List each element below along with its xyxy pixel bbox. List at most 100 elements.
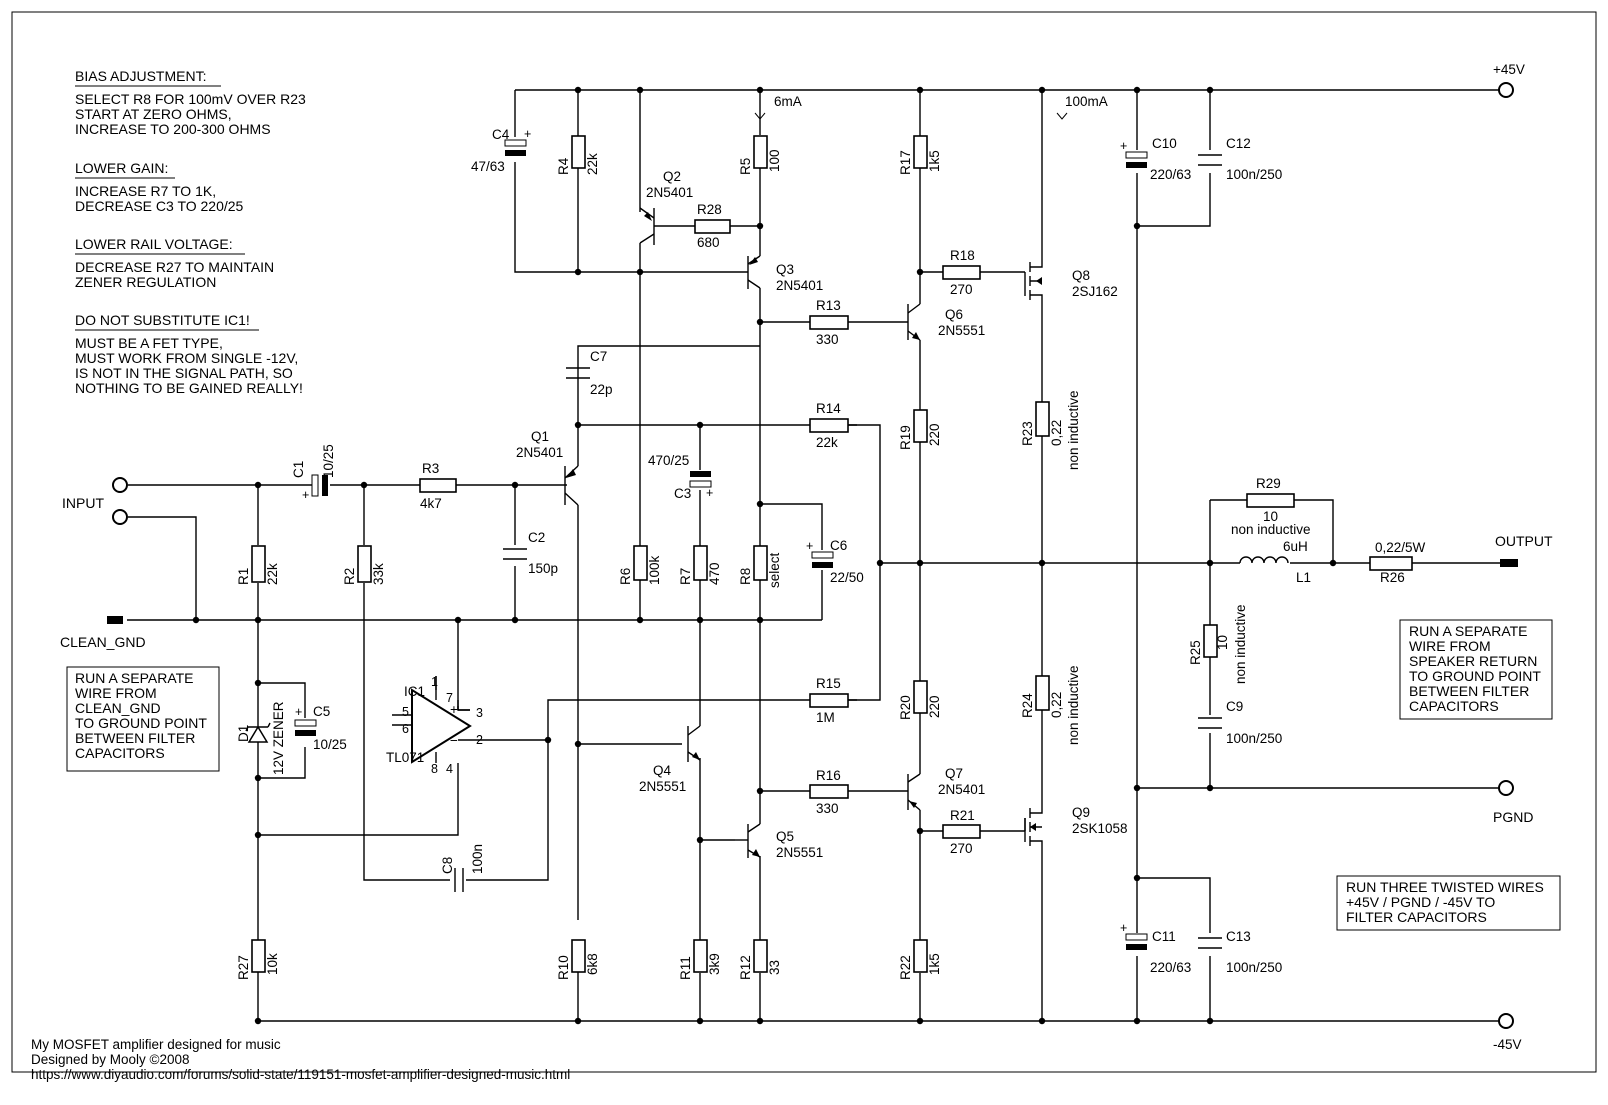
junction-dot [1206,1017,1214,1025]
R12-body [753,939,768,973]
C5-body: + [294,705,317,736]
Q1-body [564,465,579,506]
D1-value: 12V ZENER [271,701,286,775]
box-line: BETWEEN FILTER [75,730,195,746]
R8-ref: R8 [738,568,753,585]
R17-ref: R17 [898,150,913,175]
pgnd-label: PGND [1493,809,1533,825]
IC1-ref: IC1 [404,684,425,699]
R13-body [809,315,849,330]
C7-ref: C7 [590,349,607,364]
C11-body: + [1120,921,1148,950]
C12-value: 100n/250 [1226,167,1282,182]
junction-dot [916,1017,924,1025]
R7-ref: R7 [678,568,693,585]
R7-value: 470 [707,562,722,585]
R6-body [633,545,648,581]
vpos-terminal [1498,82,1514,98]
ic-pin: 8 [431,762,438,776]
ic-pin: 2 [476,733,483,747]
C1-value: 10/25 [321,444,336,478]
R24-body [1035,675,1050,711]
C13-value: 100n/250 [1226,960,1282,975]
junction-dot [916,268,924,276]
C2-ref: C2 [528,530,545,545]
R13-value: 330 [816,332,839,347]
box-line: BETWEEN FILTER [1409,683,1529,699]
C6-ref: C6 [830,538,847,553]
box-line: WIRE FROM [75,685,157,701]
R25-ref: R25 [1188,640,1203,665]
junction-dot [916,86,924,94]
box-line: +45V / PGND / -45V TO [1346,894,1495,910]
C7-value: 22p [590,382,613,397]
R23-note: non inductive [1066,390,1081,470]
Q9-value: 2SK1058 [1072,821,1128,836]
junction-dot [574,421,582,429]
Q8-ref: Q8 [1072,268,1090,283]
clean-gnd-label: CLEAN_GND [60,634,146,650]
box-line: FILTER CAPACITORS [1346,909,1487,925]
speaker-note-box [1399,619,1553,720]
Q3-ref: Q3 [776,262,794,277]
C12-body [1198,154,1222,166]
Q3-body [747,255,761,289]
R26-ref: R26 [1380,570,1405,585]
R27-ref: R27 [236,955,251,980]
R11-value: 3k9 [707,953,722,975]
C6-value: 22/50 [830,570,864,585]
R16-ref: R16 [816,768,841,783]
R20-value: 220 [927,695,942,718]
junction-dot [254,481,262,489]
R15-value: 1M [816,710,835,725]
R16-value: 330 [816,801,839,816]
vneg-label: -45V [1493,1037,1522,1052]
R28-value: 680 [697,235,720,250]
junction-dot [254,616,262,624]
Q9-ref: Q9 [1072,805,1090,820]
C2-body [503,548,527,560]
C11-ref: C11 [1152,929,1176,944]
junction-dot [876,559,884,567]
junction-dot [756,616,764,624]
note-bias-line: START AT ZERO OHMS, [75,106,232,122]
C11-value: 220/63 [1150,960,1191,975]
R28-body [694,219,731,234]
ic-pin: 4 [446,762,453,776]
R4-ref: R4 [556,157,571,175]
IC1-body: + − [392,676,472,764]
note-ic-line: NOTHING TO BE GAINED REALLY! [75,380,303,396]
L1-ref: L1 [1296,570,1311,585]
C8-value: 100n [470,844,485,874]
R27-body [251,939,266,973]
box-line: CAPACITORS [75,745,165,761]
junction-dot [454,616,462,624]
C12-ref: C12 [1226,136,1251,151]
C3-body: + [689,471,713,500]
R17-body [913,135,928,169]
note-bias-line: INCREASE TO 200-300 OHMS [75,121,271,137]
C2-value: 150p [528,561,558,576]
footer-author: Designed by Mooly ©2008 [31,1052,190,1067]
C13-body [1198,937,1222,949]
junction-dot [511,616,519,624]
sheet-frame [11,11,1597,1073]
vpos-label: +45V [1493,62,1525,77]
R14-ref: R14 [816,401,841,416]
Q5-value: 2N5551 [776,845,823,860]
junction-dot [916,827,924,835]
Q1-value: 2N5401 [516,445,563,460]
R24-value: 0,22 [1049,692,1064,718]
junctions [192,86,1337,1025]
current-label: 100mA [1065,94,1108,109]
junction-dot [1133,874,1141,882]
component-labels: R1 22k R2 33k R4 22k R5 100 R6 100k R7 4… [236,127,1426,980]
junction-dot [192,616,200,624]
note-gain-line: DECREASE C3 TO 220/25 [75,198,244,214]
svg-text:−: − [450,733,458,748]
svg-text:+: + [1120,139,1127,153]
C9-ref: C9 [1226,699,1243,714]
C8-body [454,868,464,892]
ic-pin: 3 [476,706,483,720]
